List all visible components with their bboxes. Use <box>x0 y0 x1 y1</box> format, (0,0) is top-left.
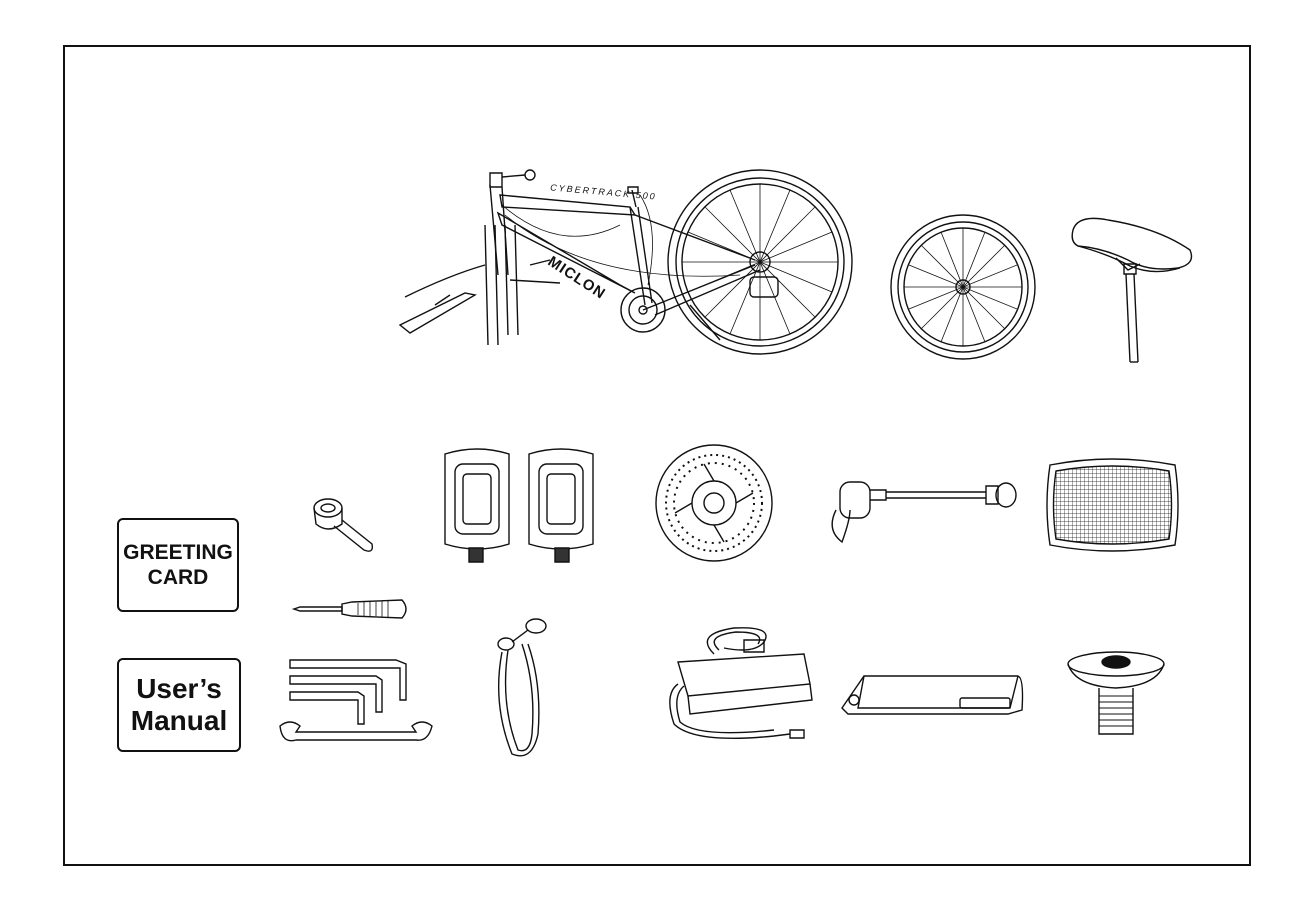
battery-illustration <box>838 670 1024 718</box>
bolt-illustration <box>312 496 378 558</box>
chain-guard-illustration <box>488 614 554 762</box>
users-manual-line1: User’s <box>136 673 222 705</box>
screwdriver-illustration <box>292 594 410 624</box>
users-manual: User’s Manual <box>117 658 241 752</box>
front-wheel-illustration <box>889 212 1037 362</box>
saddle-seatpost-illustration <box>1068 212 1196 370</box>
greeting-card: GREETING CARD <box>117 518 239 612</box>
charger-illustration <box>654 624 814 748</box>
hex-keys-wrench-illustration <box>276 656 436 756</box>
mounting-knob-illustration <box>1065 650 1167 738</box>
reflector-illustration <box>1044 457 1181 553</box>
users-manual-line2: Manual <box>131 705 227 737</box>
greeting-card-line1: GREETING <box>123 540 233 565</box>
greeting-card-line2: CARD <box>148 565 209 590</box>
quick-release-skewer-illustration <box>826 470 1020 546</box>
pedals-illustration <box>437 444 605 570</box>
brake-rotor-illustration <box>654 442 774 564</box>
bike-frame-illustration: MICLON CYBERTRACK 500 <box>390 165 855 375</box>
